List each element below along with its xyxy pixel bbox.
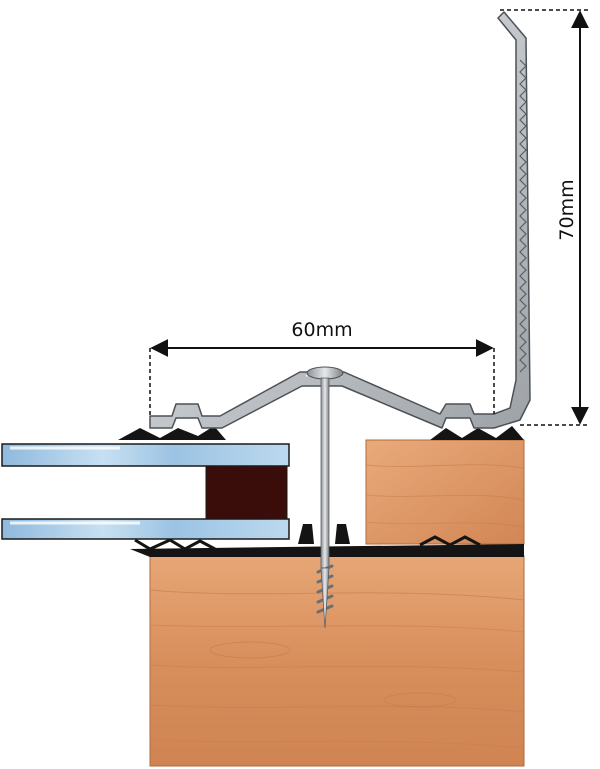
height-dimension: 70mm: [500, 9, 590, 426]
aluminium-cap-profile: [149, 11, 531, 429]
glazing-panel: [1, 443, 290, 540]
height-dimension-label: 70mm: [556, 179, 578, 240]
spacer-bar: [205, 465, 288, 520]
screw-shank: [320, 377, 330, 569]
screw-head: [306, 366, 344, 380]
lower-timber-rafter: [149, 555, 525, 767]
width-dimension-label: 60mm: [291, 319, 352, 341]
upper-timber-block: [365, 439, 525, 545]
width-dimension: 60mm: [149, 319, 495, 416]
fixing-screw: [306, 366, 344, 629]
cap-gaskets: [118, 426, 524, 544]
